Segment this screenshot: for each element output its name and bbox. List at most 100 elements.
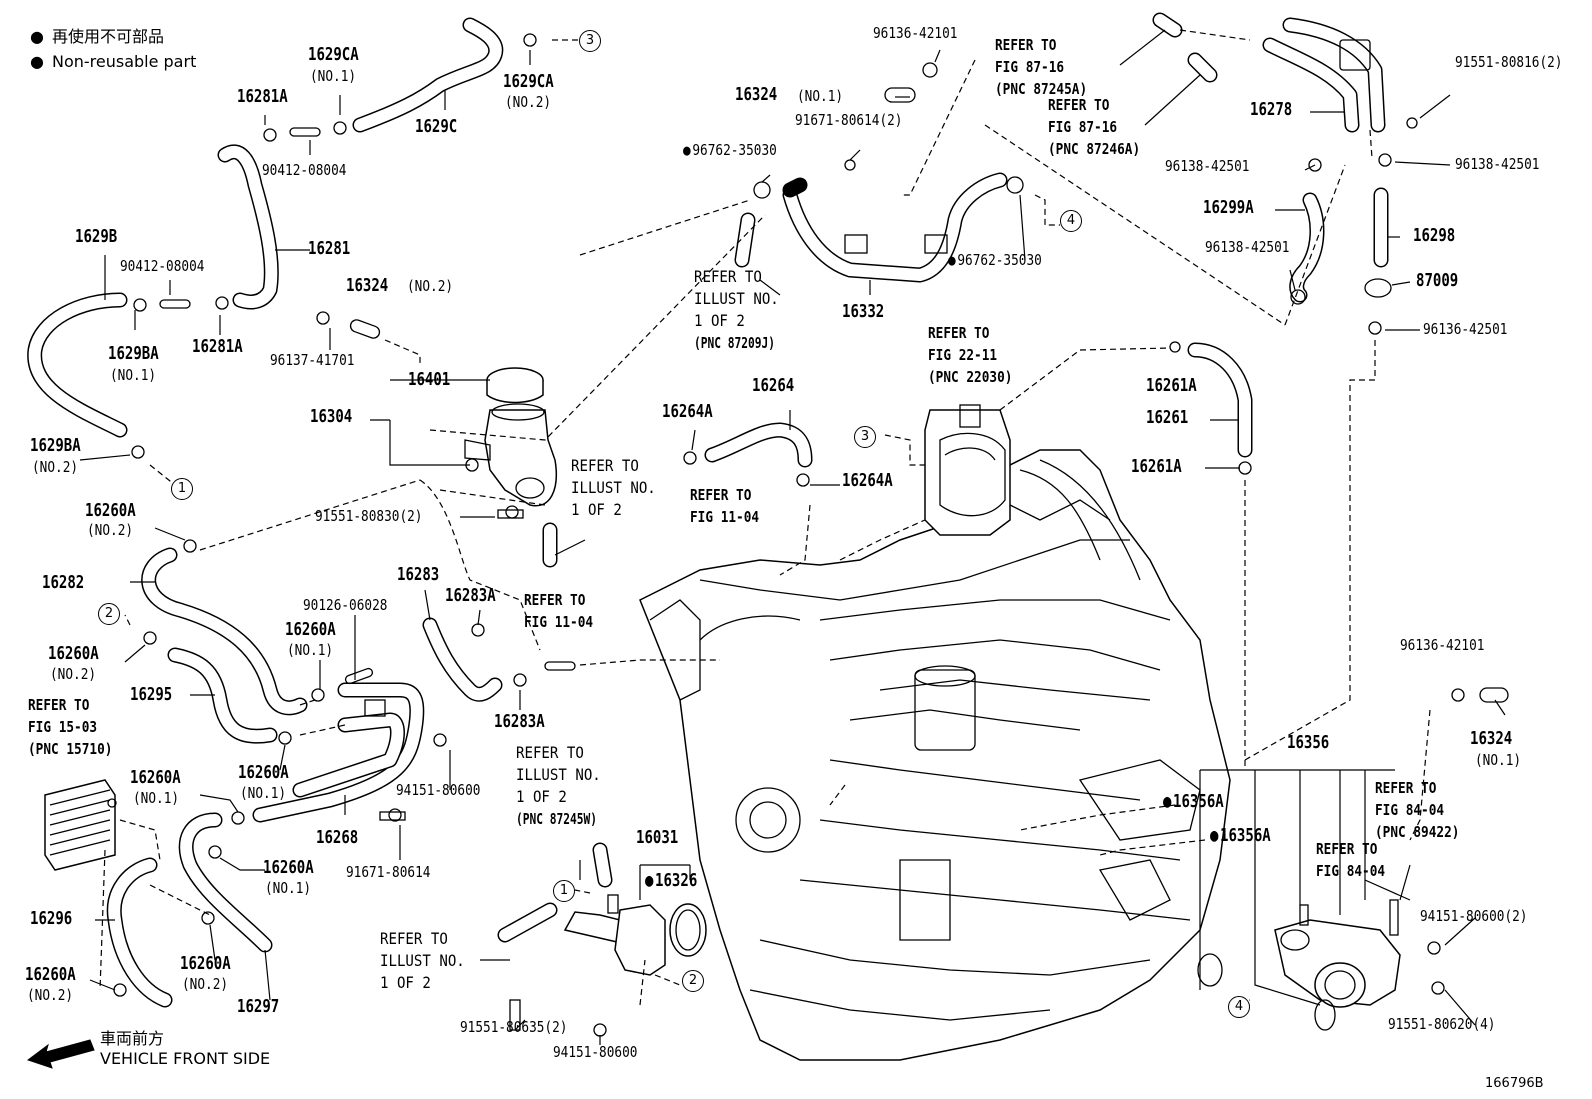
circle-ref-3: 3 <box>579 30 601 52</box>
label-16260A-c-no: (NO.1) <box>287 641 334 659</box>
label-16283: 16283 <box>397 564 440 585</box>
circle-ref-3b: 3 <box>854 426 876 448</box>
label-16261A-a: 16261A <box>1146 375 1197 396</box>
circle-ref-1b: 1 <box>553 880 575 902</box>
label-91551-80816: 91551-80816(2) <box>1455 53 1563 71</box>
label-16297: 16297 <box>237 996 280 1017</box>
pipe-16268 <box>252 682 425 823</box>
label-1629B: 1629B <box>75 226 118 247</box>
label-16324-2: 16324 <box>346 275 389 296</box>
label-1629CA-1-no: (NO.1) <box>310 67 357 85</box>
label-91551-80635: 91551-80635(2) <box>460 1018 568 1036</box>
label-91551-80620: 91551-80620(4) <box>1388 1015 1496 1033</box>
label-87009: 87009 <box>1416 270 1459 291</box>
label-16264: 16264 <box>752 375 795 396</box>
label-94151-a: 94151-80600 <box>396 781 481 799</box>
label-16332: 16332 <box>842 301 885 322</box>
legend-en: Non-reusable part <box>30 54 196 70</box>
figure-id: 166796B <box>1485 1076 1544 1091</box>
label-1629CA-1: 1629CA <box>308 44 359 65</box>
label-1629CA-2: 1629CA <box>503 71 554 92</box>
label-90412-a: 90412-08004 <box>262 161 347 179</box>
label-16260A-d: 16260A <box>238 762 289 783</box>
label-16278: 16278 <box>1250 99 1293 120</box>
label-16260A-d-no: (NO.1) <box>240 784 287 802</box>
label-90126: 90126-06028 <box>303 596 388 614</box>
leader-lines <box>79 29 1506 1045</box>
label-94151-c: 94151-80600(2) <box>1420 907 1528 925</box>
label-16324-1: 16324 <box>735 84 778 105</box>
label-16401: 16401 <box>408 369 451 390</box>
label-96138-b: 96138-42501 <box>1455 155 1540 173</box>
label-16324-1-no: (NO.1) <box>797 87 844 105</box>
circle-ref-1: 1 <box>171 478 193 500</box>
label-16299A: 16299A <box>1203 197 1254 218</box>
label-1629BA-2-no: (NO.2) <box>32 458 79 476</box>
label-16281A-b: 16281A <box>192 336 243 357</box>
label-16260A-e: 16260A <box>130 767 181 788</box>
vehicle-front-arrow-icon <box>26 1039 95 1069</box>
circle-ref-2b: 2 <box>682 970 704 992</box>
throttle-body <box>924 404 1011 536</box>
label-96136-c: 96136-42101 <box>1400 636 1485 654</box>
front-label-jp: 車両前方 <box>100 1029 165 1048</box>
pipe-16278 <box>1262 17 1386 133</box>
label-96138-c: 96138-42501 <box>1205 238 1290 256</box>
legend-jp: 再使用不可部品 <box>30 29 164 45</box>
label-16260A-g-no: (NO.2) <box>27 986 74 1004</box>
label-1629BA-1-no: (NO.1) <box>110 366 157 384</box>
dashed-lines <box>99 29 1431 1006</box>
engine-assembly <box>639 449 1231 1061</box>
label-16260A-a-no: (NO.2) <box>87 521 134 539</box>
label-16260A-h: 16260A <box>180 953 231 974</box>
label-16298: 16298 <box>1413 225 1456 246</box>
label-16324-3: 16324 <box>1470 728 1513 749</box>
label-94151-b: 94151-80600 <box>553 1043 638 1061</box>
label-16260A-a: 16260A <box>85 500 136 521</box>
label-91671-80614-2: 91671-80614(2) <box>795 111 903 129</box>
label-1629CA-2-no: (NO.2) <box>505 93 552 111</box>
label-96136-a: 96136-42101 <box>873 24 958 42</box>
pipe-16332 <box>782 172 1008 283</box>
label-16260A-b-no: (NO.2) <box>50 665 97 683</box>
label-16261: 16261 <box>1146 407 1189 428</box>
label-16260A-g: 16260A <box>25 964 76 985</box>
label-16281: 16281 <box>308 238 351 259</box>
label-16304: 16304 <box>310 406 353 427</box>
label-1629BA-2: 1629BA <box>30 435 81 456</box>
label-16260A-f-no: (NO.1) <box>265 879 312 897</box>
label-16260A-c: 16260A <box>285 619 336 640</box>
label-16356A-b: 16356A <box>1210 827 1271 845</box>
label-16296: 16296 <box>30 908 73 929</box>
water-outlet-16304 <box>464 367 557 507</box>
circle-ref-4b: 4 <box>1228 996 1250 1018</box>
label-16268: 16268 <box>316 827 359 848</box>
label-16260A-f: 16260A <box>263 857 314 878</box>
label-16281A-a: 16281A <box>237 86 288 107</box>
label-16324-3-no: (NO.1) <box>1475 751 1522 769</box>
circle-ref-2: 2 <box>98 603 120 625</box>
label-16260A-b: 16260A <box>48 643 99 664</box>
label-96138-a: 96138-42501 <box>1165 157 1250 175</box>
label-1629C: 1629C <box>415 116 458 137</box>
label-16031: 16031 <box>636 827 679 848</box>
label-16264A-b: 16264A <box>842 470 893 491</box>
label-91551-80830: 91551-80830(2) <box>315 507 423 525</box>
label-16261A-b: 16261A <box>1131 456 1182 477</box>
label-96762-a: 96762-35030 <box>683 143 776 158</box>
label-16260A-e-no: (NO.1) <box>133 789 180 807</box>
oil-cooler <box>44 779 117 871</box>
front-label-en: VEHICLE FRONT SIDE <box>100 1049 271 1068</box>
label-16283A-a: 16283A <box>445 585 496 606</box>
water-inlet-16356 <box>1197 899 1401 1031</box>
label-16295: 16295 <box>130 684 173 705</box>
label-96137: 96137-41701 <box>270 351 355 369</box>
